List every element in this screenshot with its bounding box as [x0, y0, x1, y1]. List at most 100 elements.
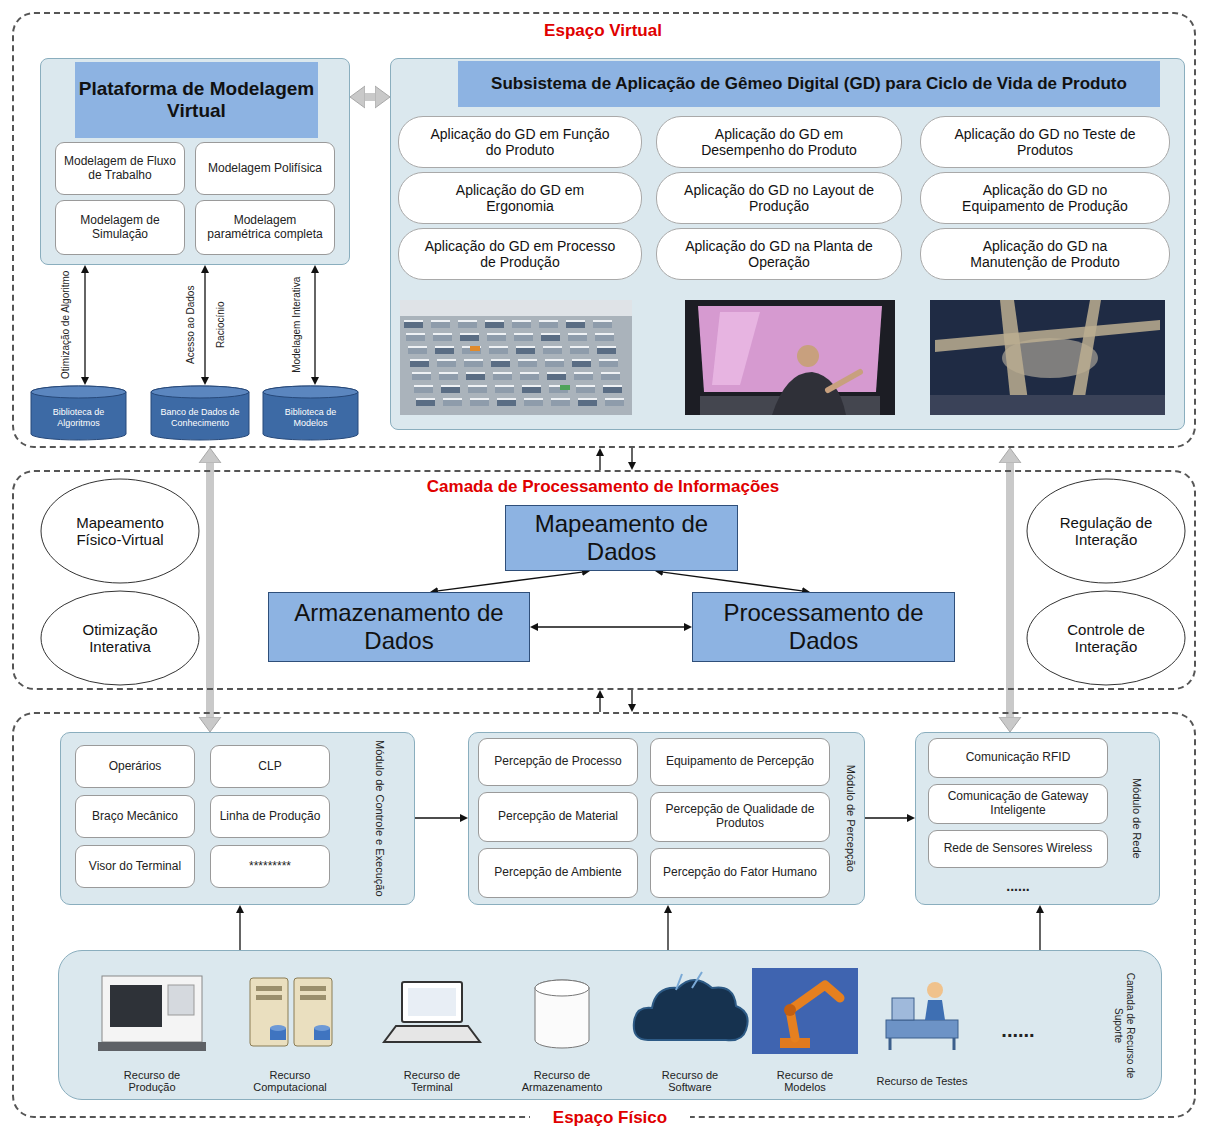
robot-icon	[752, 968, 858, 1054]
process-box: Modelagem de Simulação	[55, 200, 185, 255]
connector-arrow	[631, 690, 632, 704]
factory-machine	[439, 372, 458, 380]
process-box: Percepção de Material	[478, 792, 638, 842]
resource-caption: Recurso de Armazenamento	[506, 1069, 618, 1094]
connector-arrow	[438, 572, 582, 591]
factory-machine	[522, 385, 541, 387]
factory-machine	[404, 320, 423, 328]
node-text: Aplicação do GD no Layout de Produção	[681, 182, 877, 214]
process-box: Braço Mecânico	[75, 795, 195, 838]
cloud-icon	[634, 980, 748, 1040]
factory-machine	[443, 398, 462, 406]
server-icon	[250, 978, 288, 1046]
resource-caption: Recurso de Modelos	[755, 1069, 855, 1094]
node-text: Percepção do Fator Humano	[663, 866, 817, 880]
factory-machine	[489, 346, 508, 354]
database-cylinder: Banco de Dados de Conhecimento	[150, 385, 250, 441]
cockpit-photo	[685, 300, 895, 415]
factory-machine	[408, 346, 427, 348]
factory-machine	[433, 333, 452, 335]
factory-machine	[431, 320, 450, 328]
node-text: Percepção de Qualidade de Produtos	[657, 803, 823, 831]
factory-machine	[487, 333, 506, 341]
node-text: Plataforma de Modelagem Virtual	[75, 62, 318, 138]
application-pill: Aplicação do GD no Teste de Produtos	[920, 116, 1170, 168]
process-box: CLP	[210, 745, 330, 788]
process-box: Comunicação RFID	[928, 738, 1108, 778]
interaction-arrow	[1006, 463, 1014, 717]
node-text: CLP	[258, 760, 281, 774]
node-text: Módulo de Rede	[1131, 738, 1144, 898]
platform-panel: Plataforma de Modelagem VirtualModelagem…	[40, 58, 350, 265]
factory-machine	[412, 372, 431, 380]
process-box: Modelagem Polifísica	[195, 142, 335, 195]
machine-icon	[98, 1042, 206, 1051]
node-text: Comunicação de Gateway Inteligente	[935, 790, 1101, 818]
laptop-icon	[384, 1026, 480, 1042]
factory-machine	[431, 320, 450, 322]
factory-machine	[541, 333, 560, 335]
test-icon	[927, 982, 943, 998]
factory-machine	[595, 333, 614, 341]
factory-machine	[578, 398, 597, 406]
node-text: Modelagem paramétrica completa	[202, 214, 328, 242]
factory-machine	[551, 398, 570, 400]
function-ellipse: Mapeamento Físico-Virtual	[40, 478, 200, 584]
node-text: Rede de Sensores Wireless	[944, 842, 1093, 856]
factory-machine	[462, 346, 481, 354]
factory-machine	[491, 359, 510, 361]
factory-machine	[441, 385, 460, 387]
edge-label: Modelagem Interativa	[291, 275, 303, 375]
platform-panel: Subsistema de Aplicação de Gêmeo Digital…	[390, 58, 1185, 430]
resource-band: Camada de Recurso de Suporte	[58, 950, 1162, 1100]
application-pill: Aplicação do GD na Planta de Operação	[656, 228, 902, 280]
connector-arrow	[415, 817, 460, 818]
factory-machine	[601, 372, 620, 380]
process-box: *********	[210, 845, 330, 888]
edge-label: Otimização de Algoritmo	[60, 270, 72, 380]
node-text: Operários	[109, 760, 162, 774]
factory-machine	[441, 385, 460, 393]
application-pill: Aplicação do GD no Equipamento de Produç…	[920, 172, 1170, 224]
node-text: Modelagem de Simulação	[62, 214, 178, 242]
module-panel: Módulo de PercepçãoPercepção de Processo…	[468, 732, 865, 905]
server-icon	[300, 986, 326, 991]
ellipsis-mark: ......	[988, 878, 1048, 894]
resource-icons	[58, 950, 1162, 1100]
factory-photo	[400, 300, 632, 316]
factory-machine	[593, 320, 612, 322]
connector-arrow	[84, 273, 85, 377]
node-text: Subsistema de Aplicação de Gêmeo Digital…	[458, 61, 1160, 107]
factory-machine	[458, 320, 477, 322]
connector-arrow	[239, 913, 240, 950]
factory-machine	[433, 333, 452, 341]
factory-machine	[551, 398, 570, 406]
factory-machine	[439, 372, 458, 374]
factory-machine	[485, 320, 504, 322]
factory-machine	[412, 372, 431, 374]
node-text: Biblioteca de Algoritmos	[36, 407, 121, 428]
edge-label: Acesso ao Dados	[185, 270, 197, 380]
factory-machine	[466, 372, 485, 380]
connector-arrow	[538, 626, 684, 627]
edge-label: Raciocínio	[215, 275, 227, 375]
ellipse-shape	[1027, 479, 1185, 583]
process-box: Operários	[75, 745, 195, 788]
factory-machine	[414, 385, 433, 387]
node-text: Equipamento de Percepção	[666, 755, 814, 769]
node-text: Percepção de Processo	[494, 755, 621, 769]
factory-machine	[487, 333, 506, 335]
factory-machine	[597, 346, 616, 348]
factory-machine	[435, 346, 454, 354]
plant-photo	[930, 300, 1165, 415]
node-text: Otimização Interativa	[62, 621, 178, 656]
factory-machine	[512, 320, 531, 322]
factory-machine	[464, 359, 483, 367]
factory-machine	[410, 359, 429, 367]
factory-machine	[568, 333, 587, 341]
factory-machine	[493, 372, 512, 374]
robot-icon	[784, 1004, 796, 1016]
ellipse-shape	[1027, 591, 1185, 685]
node-text: Aplicação do GD no Teste de Produtos	[945, 126, 1145, 158]
illustration-group	[98, 968, 958, 1054]
